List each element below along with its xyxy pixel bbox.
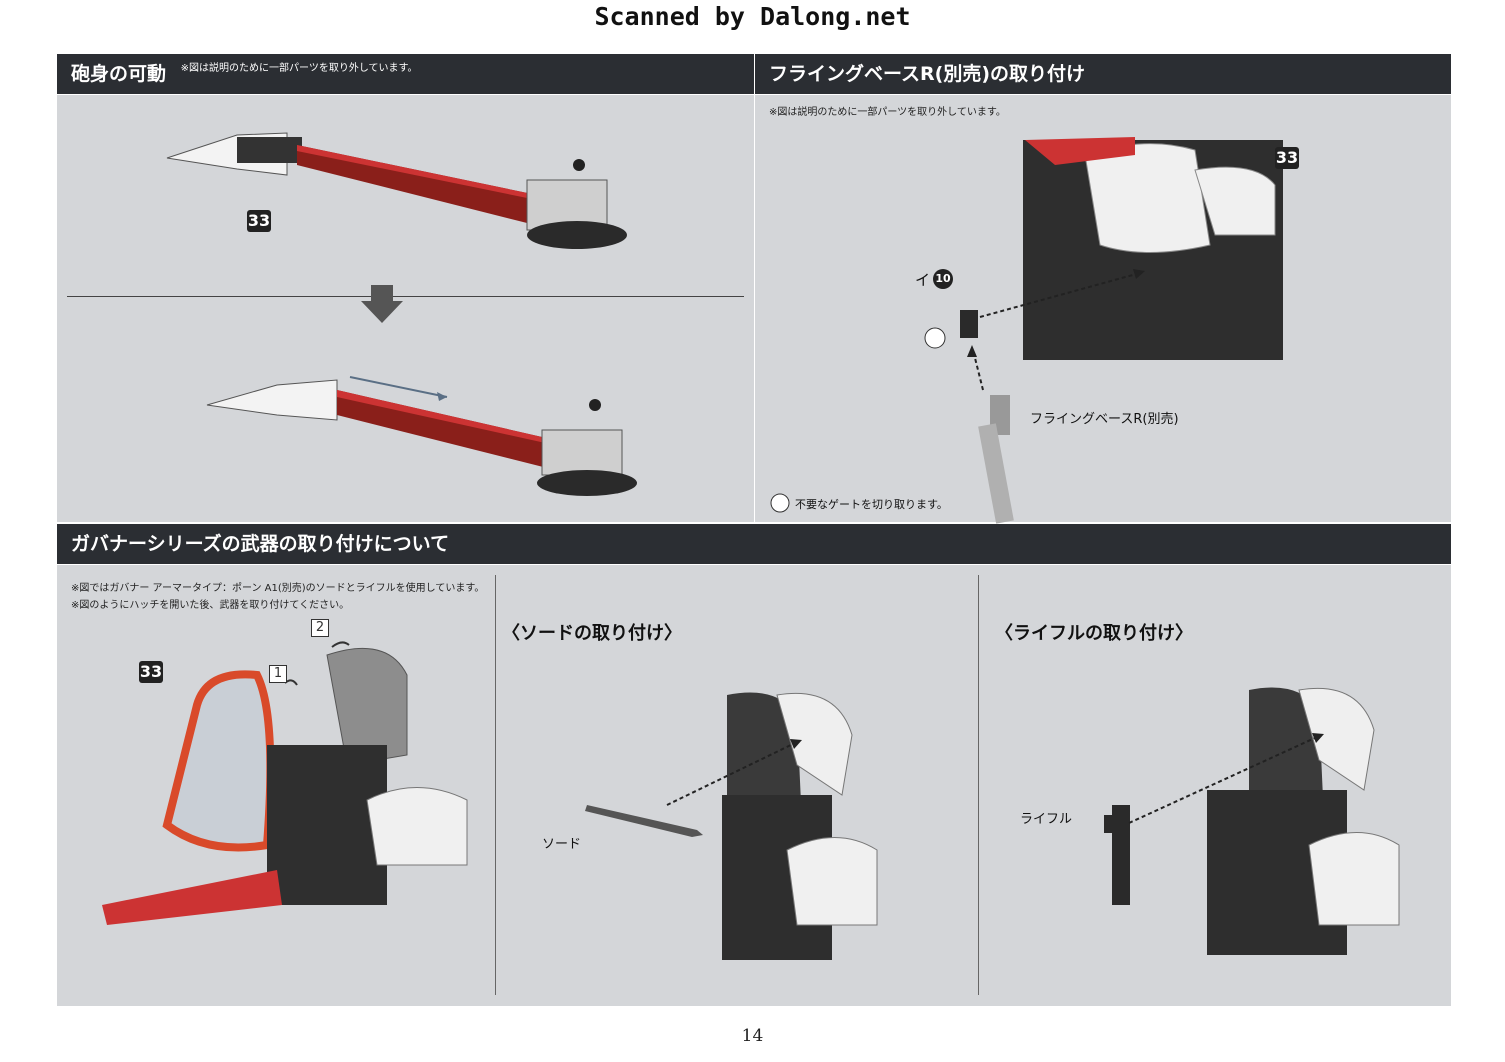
flying-base-illustration [770, 137, 1283, 524]
weapons-panel: ※図ではガバナー アーマータイプ：ポーン A1(別売)のソードとライフルを使用し… [57, 565, 1451, 1006]
barrel-panel: 33 [57, 95, 754, 522]
flying-base-part-badge: 33 [1275, 147, 1299, 169]
weapons-section-title: ガバナーシリーズの武器の取り付けについて [71, 533, 450, 555]
sword-illustration [585, 692, 878, 960]
weapons-note-2: ※図のようにハッチを開いた後、武器を取り付けてください。 [71, 600, 350, 611]
rifle-section-title: 〈ライフルの取り付け〉 [995, 623, 1193, 644]
weapons-note-1: ※図ではガバナー アーマータイプ：ポーン A1(別売)のソードとライフルを使用し… [71, 583, 485, 594]
sword-label: ソード [542, 837, 582, 852]
down-arrow-icon [361, 285, 403, 323]
gate-note: 不要なゲートを切り取ります。 [795, 498, 948, 511]
runner-label: イ [915, 271, 931, 289]
barrel-divider [67, 296, 744, 297]
flying-base-section-header: フライングベースR(別売)の取り付け [755, 54, 1451, 94]
rifle-illustration [1104, 687, 1400, 955]
hatch-open-illustration [102, 641, 468, 925]
barrel-section-title: 砲身の可動 [71, 63, 167, 85]
barrel-section-header: 砲身の可動 ※図は説明のために一部パーツを取り外しています。 [57, 54, 754, 94]
weapons-section-header: ガバナーシリーズの武器の取り付けについて [57, 524, 1451, 564]
barrel-illustration-retracted [166, 132, 627, 249]
barrel-part-badge: 33 [247, 210, 271, 232]
runner-number-badge: 10 [933, 269, 953, 289]
weapons-divider-1 [495, 575, 496, 995]
watermark: Scanned by Dalong.net [594, 2, 911, 31]
step-2-marker: 2 [311, 619, 329, 637]
page-number: 14 [741, 1026, 764, 1046]
weapons-part-badge: 33 [139, 661, 163, 683]
flying-base-section-title: フライングベースR(別売)の取り付け [769, 63, 1086, 85]
barrel-section-note: ※図は説明のために一部パーツを取り外しています。 [180, 63, 418, 74]
flying-base-label: フライングベースR(別売) [1030, 412, 1179, 427]
flying-base-note: ※図は説明のために一部パーツを取り外しています。 [769, 107, 1006, 118]
step-1-marker: 1 [269, 665, 287, 683]
rifle-label: ライフル [1020, 812, 1073, 827]
barrel-illustration-extended [206, 376, 637, 496]
sword-section-title: 〈ソードの取り付け〉 [502, 623, 682, 644]
weapons-divider-2 [978, 575, 979, 995]
flying-base-panel: ※図は説明のために一部パーツを取り外しています。 33 イ 10 フライングベー… [755, 95, 1451, 524]
